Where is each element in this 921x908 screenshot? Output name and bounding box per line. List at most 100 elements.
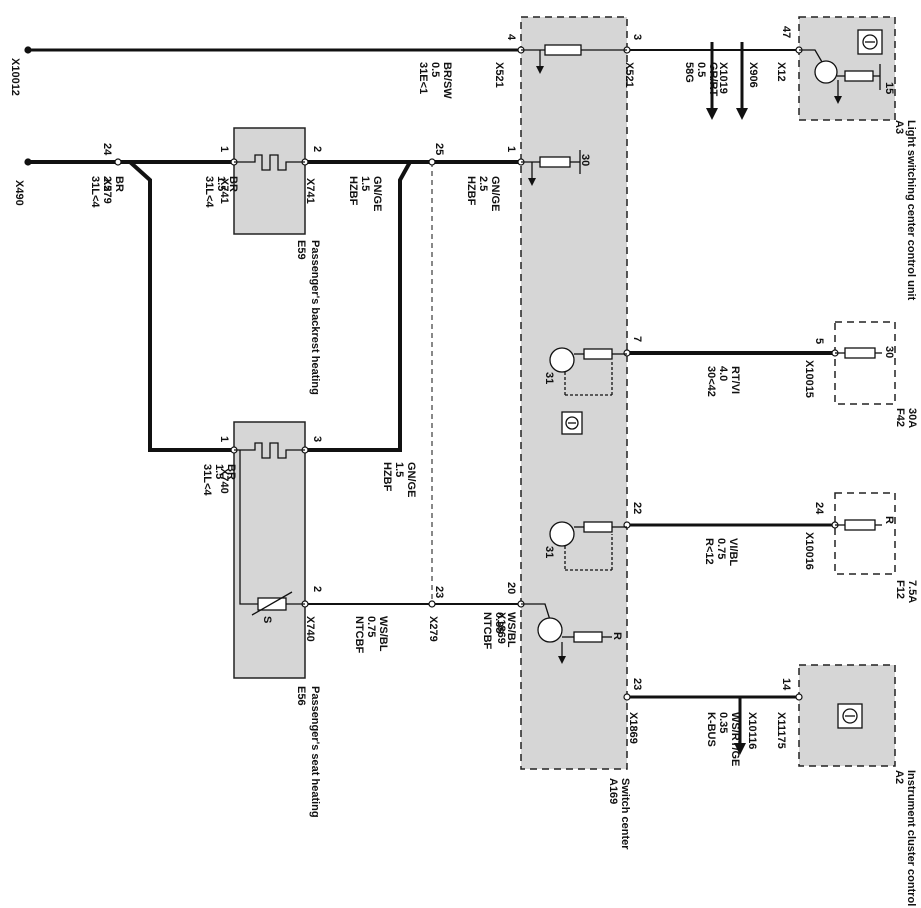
svg-text:WS/BL: WS/BL: [377, 616, 389, 652]
svg-text:HZBF: HZBF: [347, 176, 359, 206]
wire-label-58g: 58G 0.5 GR/RT: [683, 62, 719, 97]
wire-label-ntcbf-main: NTCBF 0.35 WS/BL: [481, 612, 517, 650]
svg-text:NTCBF: NTCBF: [481, 612, 493, 650]
title-f42: F42 30A: [894, 408, 918, 428]
pin-23-right: 23: [631, 678, 643, 690]
svg-text:K-BUS: K-BUS: [705, 712, 717, 747]
pin-e56-2: 2: [311, 586, 323, 592]
f42-fuse-symbol: [835, 347, 882, 359]
label-x906: X906: [747, 62, 759, 88]
svg-text:E56: E56: [295, 686, 307, 706]
pin-23-left: 23: [433, 586, 445, 598]
wire-label-hzbf-e59: HZBF 1.5 GN/GE: [347, 176, 383, 211]
wire-label-31e: 31E<1 0.5 BR/SW: [417, 62, 453, 99]
svg-text:BR: BR: [225, 464, 237, 480]
wire-hzbf-branch: [305, 161, 412, 452]
svg-text:2.5: 2.5: [101, 176, 113, 191]
pin-e59-2: 2: [311, 146, 323, 152]
pin-f42-30: 30: [883, 346, 895, 358]
svg-text:WS/BL: WS/BL: [505, 612, 517, 648]
svg-text:GN/GE: GN/GE: [489, 176, 501, 211]
label-x1869-mid: X1869: [495, 612, 507, 644]
pin-24-left: 24: [101, 143, 113, 156]
svg-text:30<42: 30<42: [705, 366, 717, 397]
svg-text:BR/SW: BR/SW: [441, 62, 453, 99]
svg-text:0.75: 0.75: [365, 616, 377, 637]
e56-heating-element: [234, 442, 305, 459]
label-x521-left: X521: [493, 62, 505, 88]
svg-text:31E<1: 31E<1: [417, 62, 429, 94]
f12-fuse-symbol: [835, 519, 882, 531]
svg-text:HZBF: HZBF: [381, 462, 393, 492]
svg-text:A2: A2: [893, 770, 905, 784]
title-e59: E59 Passenger's backrest heating: [295, 240, 321, 395]
pin-47: 47: [780, 26, 792, 38]
wire-label-31l-main: 31L<4 2.5 BR: [89, 176, 125, 208]
e56-ntc-sensor: [239, 450, 305, 616]
a169-input-resistor: [521, 44, 627, 74]
e59-heating-element: [234, 154, 305, 171]
title-a3: A3 Light switching center control unit: [893, 120, 917, 301]
pin-f12-24: 24: [813, 502, 825, 515]
wire-label-30-42: 30<42 4.0 RT/VI: [705, 366, 741, 397]
label-x1019: X1019: [717, 62, 729, 94]
svg-text:BR: BR: [113, 176, 125, 192]
svg-text:WS/RT/GE: WS/RT/GE: [729, 712, 741, 766]
pin-15: 15: [883, 82, 895, 94]
pin-r-a169: R: [611, 632, 623, 640]
pin-7: 7: [631, 336, 643, 342]
label-x279-bottom: X279: [427, 616, 439, 642]
label-x490: X490: [13, 180, 25, 206]
label-x12: X12: [775, 62, 787, 82]
svg-text:Switch center: Switch center: [619, 778, 631, 850]
svg-text:0.5: 0.5: [695, 62, 707, 77]
label-x741-left: X741: [218, 178, 230, 204]
svg-text:58G: 58G: [683, 62, 695, 83]
arrow-x906: [736, 108, 748, 120]
svg-text:30A: 30A: [906, 408, 918, 428]
svg-text:F42: F42: [894, 408, 906, 427]
pin-e56-1: 1: [218, 436, 230, 442]
wire-label-31l-e59: 31L<4 1.5 BR: [203, 176, 239, 208]
svg-text:A169: A169: [607, 778, 619, 804]
svg-text:A3: A3: [893, 120, 905, 134]
label-x11175: X11175: [775, 712, 787, 749]
pin-e59-1: 1: [218, 146, 230, 152]
svg-text:4.0: 4.0: [717, 366, 729, 381]
wire-label-hzbf-e56: HZBF 1.5 GN/GE: [381, 462, 417, 497]
pin-22: 22: [631, 502, 643, 514]
label-x10015: X10015: [803, 360, 815, 398]
label-x279-left: X279: [101, 178, 113, 204]
svg-text:1.5: 1.5: [393, 462, 405, 477]
e59-backrest-heating-box: [233, 127, 306, 235]
a169-control-module-icon: [561, 411, 583, 435]
wire-label-r-12: R<12 0.75 VI/BL: [703, 538, 739, 566]
wire-ground-branch: [128, 160, 234, 452]
pin-31-a: 31: [543, 372, 555, 384]
a2-control-module-icon: [837, 703, 863, 729]
svg-text:GR/RT: GR/RT: [707, 62, 719, 97]
svg-text:E59: E59: [295, 240, 307, 260]
label-x1869-bottom: X1869: [627, 712, 639, 744]
a3-transistor-symbol: [799, 49, 881, 104]
svg-text:RT/VI: RT/VI: [729, 366, 741, 394]
a169-ground-symbol: [521, 150, 581, 186]
f42-fuse-box: [834, 321, 896, 405]
pin-30-a169: 30: [579, 154, 591, 166]
pin-4: 4: [505, 34, 517, 41]
svg-text:7.5A: 7.5A: [906, 580, 918, 603]
a169-transistor-relay-1: [549, 347, 627, 396]
label-x740-right: X740: [304, 616, 316, 642]
label-x740-left: X740: [218, 468, 230, 494]
a3-control-module-icon: [857, 29, 883, 55]
title-a2: A2 Instrument cluster control module: [893, 770, 917, 908]
svg-text:Passenger's seat heating: Passenger's seat heating: [309, 686, 321, 818]
wire-label-hzbf-main: HZBF 2.5 GN/GE: [465, 176, 501, 211]
svg-text:0.5: 0.5: [429, 62, 441, 77]
title-e56: E56 Passenger's seat heating: [295, 686, 321, 818]
label-x10016-mid: X10016: [803, 532, 815, 570]
svg-text:2.5: 2.5: [477, 176, 489, 191]
a169-switch-center-box: [520, 16, 628, 770]
svg-text:Light switching center control: Light switching center control unit: [905, 120, 917, 301]
